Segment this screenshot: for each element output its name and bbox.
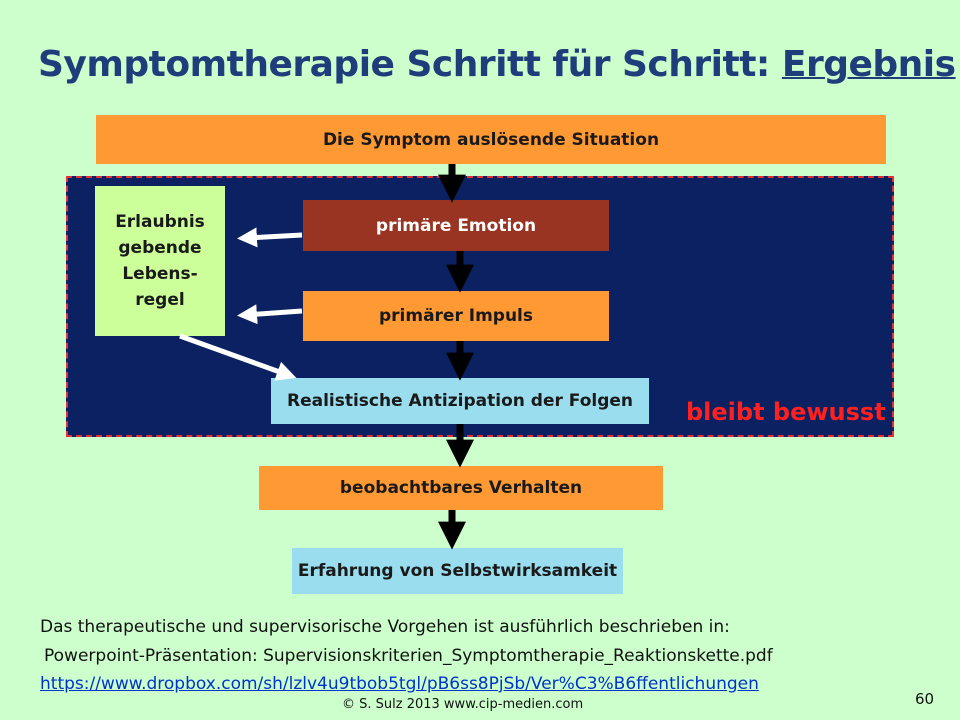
title-main: Symptomtherapie Schritt für Schritt: — [38, 44, 782, 85]
rule-line: Erlaubnis — [115, 212, 205, 232]
rule-line: gebende — [118, 238, 202, 258]
anticipation-box: Realistische Antizipation der Folgen — [271, 378, 649, 424]
reference-intro: Das therapeutische und supervisorische V… — [40, 617, 730, 637]
behavior-box: beobachtbares Verhalten — [259, 466, 663, 510]
arrow-impulse-to-rule — [237, 304, 303, 325]
copyright-footer: © S. Sulz 2013 www.cip-medien.com — [342, 697, 584, 712]
rule-box: Erlaubnis gebende Lebens- regel — [95, 186, 225, 336]
arrow-rule-to-anticipation — [179, 333, 297, 381]
title-underlined: Ergebnis — [781, 44, 956, 85]
reference-link[interactable]: https://www.dropbox.com/sh/lzlv4u9tbob5t… — [40, 674, 759, 694]
primary-emotion-box: primäre Emotion — [303, 200, 609, 251]
arrow-emotion-to-rule — [237, 227, 303, 248]
primary-impulse-box: primärer Impuls — [303, 291, 609, 341]
situation-box: Die Symptom auslösende Situation — [96, 115, 886, 164]
page-number: 60 — [915, 690, 935, 708]
reference-filename: Powerpoint-Präsentation: Supervisionskri… — [44, 646, 773, 666]
rule-line: regel — [135, 290, 185, 310]
rule-line: Lebens- — [122, 264, 198, 284]
experience-box: Erfahrung von Selbstwirksamkeit — [292, 548, 623, 594]
awareness-label: bleibt bewusst — [686, 398, 886, 426]
page-title: Symptomtherapie Schritt für Schritt: Erg… — [38, 44, 956, 85]
